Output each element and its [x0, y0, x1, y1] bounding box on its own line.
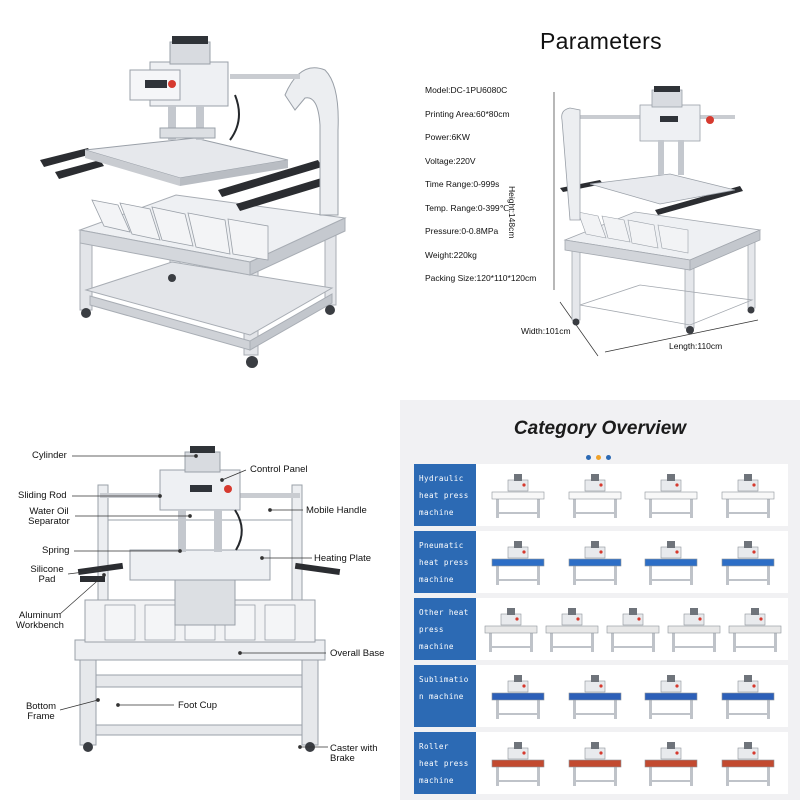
annotated-machine-image [59, 446, 341, 752]
category-images-sublimation [480, 667, 786, 725]
category-row-hydraulic[interactable]: Hydraulic heat press machine [414, 464, 788, 526]
category-title: Category Overview [513, 418, 687, 439]
label-control-panel: Control Panel [250, 464, 308, 475]
dimension-width: Width:101cm [521, 326, 571, 336]
machine-thumbnail[interactable] [643, 468, 699, 522]
machine-thumbnail[interactable] [567, 736, 623, 790]
label-water-oil-separator: Water Oil Separator [22, 507, 76, 527]
machine-thumbnail[interactable] [643, 535, 699, 589]
machine-thumbnail[interactable] [666, 602, 722, 656]
parameters-list: Model:DC-1PU6080C Printing Area:60*80cm … [425, 84, 555, 296]
category-label-other[interactable]: Other heat press machine [414, 598, 476, 660]
param-temp-range: Temp. Range:0-399℃ [425, 202, 510, 213]
dot-1 [586, 455, 591, 460]
annotated-diagram [0, 400, 400, 800]
label-water-oil-line2: Separator [28, 516, 70, 527]
label-caster-with-brake: Caster with Brake [330, 744, 378, 764]
dimension-machine-image [553, 86, 762, 357]
dot-2 [596, 455, 601, 460]
machine-thumbnail[interactable] [720, 736, 776, 790]
heat-press-machine-image [40, 36, 347, 368]
label-mobile-handle: Mobile Handle [306, 505, 367, 516]
label-foot-cup: Foot Cup [178, 700, 218, 711]
category-label-sublimation[interactable]: Sublimation machine [414, 665, 476, 727]
machine-thumbnail[interactable] [605, 602, 661, 656]
label-cylinder: Cylinder [32, 450, 67, 461]
category-label-pneumatic[interactable]: Pneumatic heat press machine [414, 531, 476, 593]
category-row-other[interactable]: Other heat press machine [414, 598, 788, 660]
machine-thumbnail[interactable] [483, 602, 539, 656]
param-packing-size: Packing Size:120*110*120cm [425, 273, 537, 283]
param-time-range: Time Range:0-999s [425, 179, 500, 189]
label-water-oil-line1: Water Oil [29, 506, 69, 517]
label-aluminum-line2: Workbench [16, 620, 64, 631]
machine-thumbnail[interactable] [720, 669, 776, 723]
label-bottom-frame: Bottom Frame [20, 702, 62, 722]
param-model: Model:DC-1PU6080C [425, 85, 508, 95]
dimension-height: Height:148cm [507, 186, 517, 239]
label-silicone-pad: Silicone Pad [22, 565, 72, 585]
category-row-roller[interactable]: Roller heat press machine [414, 732, 788, 794]
machine-thumbnail[interactable] [567, 535, 623, 589]
param-voltage: Voltage:220V [425, 155, 476, 166]
machine-thumbnail[interactable] [490, 669, 546, 723]
category-dots [586, 447, 616, 465]
dot-3 [606, 455, 611, 460]
category-images-roller [480, 734, 786, 792]
machine-thumbnail[interactable] [643, 669, 699, 723]
label-bottom-line1: Bottom [25, 701, 57, 712]
label-bottom-line2: Frame [27, 711, 55, 722]
label-aluminum-workbench: Aluminum Workbench [12, 611, 68, 631]
label-silicone-line1: Silicone [30, 564, 64, 575]
param-weight: Weight:220kg [425, 249, 477, 260]
machine-thumbnail[interactable] [720, 468, 776, 522]
product-photo-main [0, 0, 400, 400]
machine-thumbnail[interactable] [490, 535, 546, 589]
category-images-pneumatic [480, 533, 786, 591]
category-images-hydraulic [480, 466, 786, 524]
label-overall-base: Overall Base [330, 648, 385, 659]
label-spring: Spring [42, 545, 70, 556]
label-caster-line1: Caster with [330, 743, 378, 754]
label-sliding-rod: Sliding Rod [18, 490, 67, 501]
category-row-pneumatic[interactable]: Pneumatic heat press machine [414, 531, 788, 593]
label-silicone-line2: Pad [38, 574, 56, 585]
machine-thumbnail[interactable] [544, 602, 600, 656]
label-caster-line2: Brake [330, 753, 355, 764]
label-aluminum-line1: Aluminum [18, 610, 62, 621]
machine-thumbnail[interactable] [567, 669, 623, 723]
category-label-roller[interactable]: Roller heat press machine [414, 732, 476, 794]
category-label-hydraulic[interactable]: Hydraulic heat press machine [414, 464, 476, 526]
param-power: Power:6KW [425, 132, 470, 142]
category-images-other [480, 600, 786, 658]
machine-thumbnail[interactable] [643, 736, 699, 790]
machine-thumbnail[interactable] [727, 602, 783, 656]
machine-thumbnail[interactable] [720, 535, 776, 589]
machine-thumbnail[interactable] [490, 736, 546, 790]
category-row-sublimation[interactable]: Sublimation machine [414, 665, 788, 727]
param-pressure: Pressure:0-0.8MPa [425, 226, 499, 236]
dimension-length: Length:110cm [669, 341, 723, 351]
machine-thumbnail[interactable] [490, 468, 546, 522]
parameters-title: Parameters [540, 28, 662, 54]
label-heating-plate: Heating Plate [314, 553, 372, 564]
param-printing-area: Printing Area:60*80cm [425, 108, 510, 119]
machine-thumbnail[interactable] [567, 468, 623, 522]
